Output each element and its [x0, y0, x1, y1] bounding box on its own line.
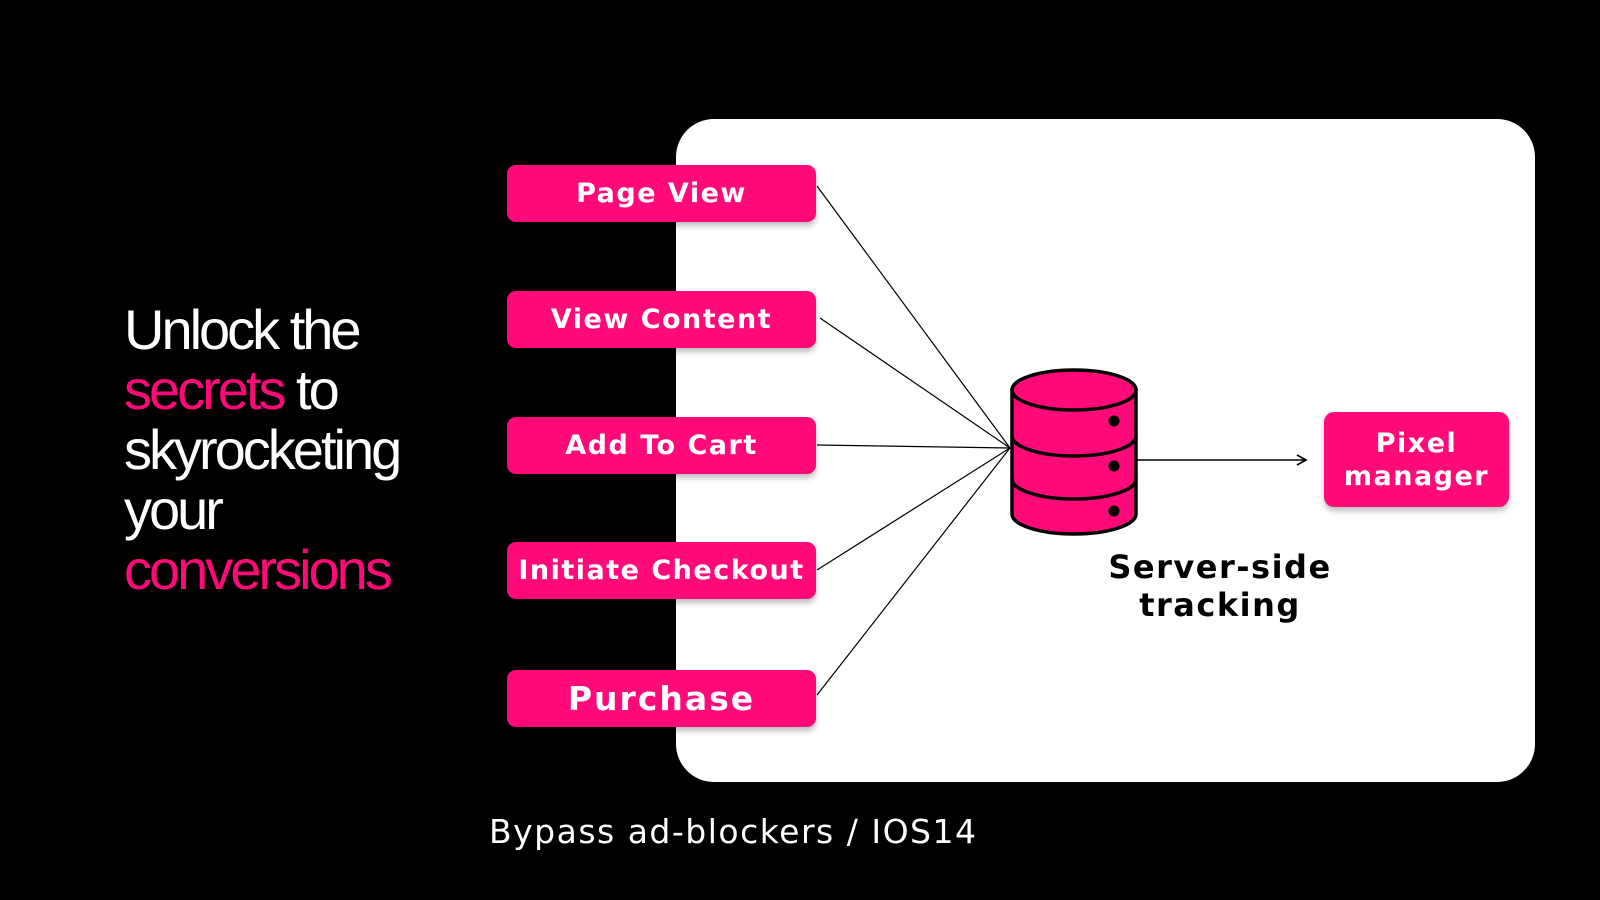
server-label-line-1: Server-side — [1108, 548, 1332, 586]
connector-initiate-checkout — [816, 447, 1011, 571]
event-add-to-cart: Add To Cart — [507, 417, 816, 474]
headline-line-2-rest: to — [283, 358, 340, 421]
pixel-manager-box: Pixel manager — [1324, 412, 1509, 507]
connector-purchase — [816, 447, 1011, 696]
database-icon — [1010, 368, 1138, 536]
pixel-manager-line-2: manager — [1343, 460, 1490, 492]
pixel-manager-line-1: Pixel — [1375, 427, 1458, 459]
connector-add-to-cart — [816, 444, 1011, 449]
headline-accent-conversions: conversions — [124, 538, 393, 601]
headline-accent-secrets: secrets — [124, 358, 286, 421]
headline-line-1: Unlock the — [124, 298, 362, 361]
footer-caption: Bypass ad-blockers / IOS14 — [489, 812, 978, 851]
event-view-content: View Content — [507, 291, 816, 348]
headline-line-4: your — [124, 478, 224, 541]
headline-line-2: secrets to — [124, 360, 454, 420]
connector-page-view — [816, 185, 1011, 449]
server-side-tracking-label: Server-side tracking — [1100, 548, 1340, 624]
event-purchase: Purchase — [507, 670, 816, 727]
headline-line-3: skyrocketing — [124, 418, 402, 481]
server-label-line-2: tracking — [1139, 586, 1301, 624]
event-initiate-checkout: Initiate Checkout — [507, 542, 816, 599]
headline: Unlock the secrets to skyrocketing your … — [124, 300, 454, 600]
event-page-view: Page View — [507, 165, 816, 222]
connector-view-content — [819, 317, 1011, 449]
